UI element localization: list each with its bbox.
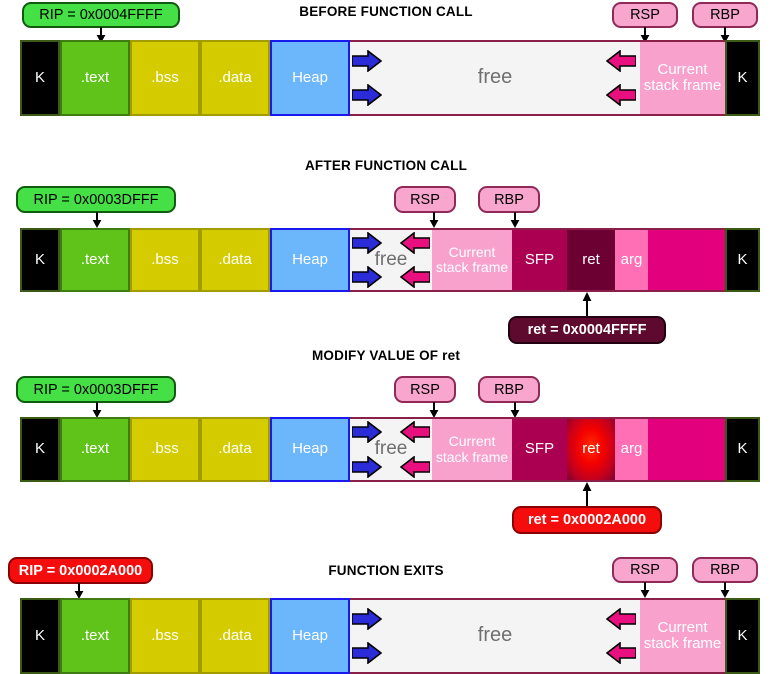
segment-bss-4: .bss	[130, 598, 200, 674]
rsp-arrow-2	[427, 212, 441, 228]
segment-text-3: .text	[60, 417, 130, 482]
segment-bss-2: .bss	[130, 228, 200, 292]
segment-sfp-2: SFP	[512, 228, 567, 292]
rbp-chip-2: RBP	[478, 186, 540, 213]
segment-kernel-high-1: K	[725, 40, 760, 116]
memory-bar-2: K .text .bss .data Heap free Current sta…	[20, 228, 760, 292]
segment-heap-4: Heap	[270, 598, 350, 674]
segment-text-1: .text	[60, 40, 130, 116]
ret-callout-chip-2: ret = 0x0004FFFF	[508, 316, 666, 344]
segment-sfp-3: SFP	[512, 417, 567, 482]
segment-kernel-low-2: K	[20, 228, 60, 292]
segment-kernel-low-3: K	[20, 417, 60, 482]
segment-arg-3: arg	[615, 417, 648, 482]
rip-arrow-3	[90, 402, 104, 418]
rsp-arrow-3	[427, 402, 441, 418]
ret-callout-arrow-3	[580, 482, 594, 508]
segment-text-2: .text	[60, 228, 130, 292]
rsp-chip-1: RSP	[612, 2, 678, 28]
memory-bar-4: K .text .bss .data Heap free Current sta…	[20, 598, 760, 674]
rsp-chip-4: RSP	[612, 557, 678, 583]
rip-chip-4: RIP = 0x0002A000	[8, 557, 153, 584]
rsp-arrow-4	[638, 582, 652, 598]
ret-callout-arrow-2	[580, 292, 594, 318]
segment-free-1: free	[350, 40, 640, 116]
rbp-arrow-4	[718, 582, 732, 598]
page-title-4: FUNCTION EXITS	[328, 563, 444, 578]
segment-heap-2: Heap	[270, 228, 350, 292]
segment-data-1: .data	[200, 40, 270, 116]
segment-heap-1: Heap	[270, 40, 350, 116]
page-title-2: AFTER FUNCTION CALL	[304, 158, 468, 173]
diagram-modify-value-of-ret: MODIFY VALUE OF ret RIP = 0x0003DFFF RSP…	[0, 340, 772, 540]
rip-arrow-4	[72, 583, 86, 599]
ret-callout-chip-3: ret = 0x0002A000	[512, 506, 662, 534]
segment-free-3: free	[350, 417, 432, 482]
segment-text-4: .text	[60, 598, 130, 674]
segment-kernel-low-1: K	[20, 40, 60, 116]
rbp-chip-3: RBP	[478, 376, 540, 403]
rip-chip-1: RIP = 0x0004FFFF	[22, 2, 180, 28]
rbp-chip-1: RBP	[692, 2, 758, 28]
diagram-after-function-call: AFTER FUNCTION CALL RIP = 0x0003DFFF RSP…	[0, 150, 772, 344]
rbp-arrow-2	[508, 212, 522, 228]
memory-bar-3: K .text .bss .data Heap free Current sta…	[20, 417, 760, 482]
page-title-3: MODIFY VALUE OF ret	[311, 348, 461, 363]
segment-data-2: .data	[200, 228, 270, 292]
segment-bss-3: .bss	[130, 417, 200, 482]
segment-current-stack-frame-3: Current stack frame	[432, 417, 512, 482]
rbp-arrow-3	[508, 402, 522, 418]
rip-chip-3: RIP = 0x0003DFFF	[16, 376, 176, 403]
memory-bar-1: K .text .bss .data Heap free Current sta…	[20, 40, 760, 116]
segment-bss-1: .bss	[130, 40, 200, 116]
rsp-chip-3: RSP	[394, 376, 456, 403]
segment-arg-2: arg	[615, 228, 648, 292]
rip-arrow-2	[90, 212, 104, 228]
segment-ret-3: ret	[567, 417, 615, 482]
rbp-chip-4: RBP	[692, 557, 758, 583]
rip-chip-2: RIP = 0x0003DFFF	[16, 186, 176, 213]
segment-kernel-high-4: K	[725, 598, 760, 674]
page-title-1: BEFORE FUNCTION CALL	[299, 4, 473, 19]
diagram-function-exits: FUNCTION EXITS RIP = 0x0002A000 RSP RBP …	[0, 540, 772, 674]
segment-kernel-low-4: K	[20, 598, 60, 674]
segment-free-2: free	[350, 228, 432, 292]
segment-current-stack-frame-2: Current stack frame	[432, 228, 512, 292]
diagram-before-function-call: BEFORE FUNCTION CALL RIP = 0x0004FFFF RS…	[0, 0, 772, 150]
segment-kernel-high-3: K	[725, 417, 760, 482]
segment-current-stack-frame-1: Current stack frame	[640, 40, 725, 116]
segment-heap-3: Heap	[270, 417, 350, 482]
segment-current-stack-frame-4: Current stack frame	[640, 598, 725, 674]
segment-stack-rest-3	[648, 417, 725, 482]
segment-free-4: free	[350, 598, 640, 674]
segment-ret-2: ret	[567, 228, 615, 292]
segment-data-4: .data	[200, 598, 270, 674]
segment-data-3: .data	[200, 417, 270, 482]
segment-kernel-high-2: K	[725, 228, 760, 292]
segment-stack-rest-2	[648, 228, 725, 292]
rsp-chip-2: RSP	[394, 186, 456, 213]
